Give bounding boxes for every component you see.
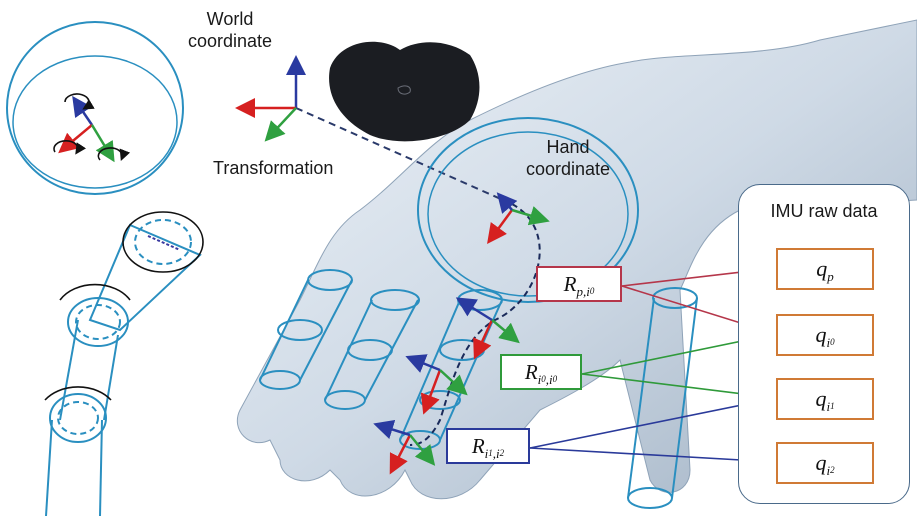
transformation-label: Transformation [213, 158, 333, 179]
world-coordinate-label: World coordinate [170, 8, 290, 52]
hand-label-line1: Hand [508, 136, 628, 158]
rotation-symbol: R [525, 360, 538, 384]
finger-chain-illustration [45, 212, 203, 516]
rotation-subscript: p,i [576, 284, 589, 299]
rotation-symbol: R [564, 272, 577, 296]
world-label-line2: coordinate [170, 30, 290, 52]
imu-subsubscript: 1 [830, 401, 835, 411]
rotation-symbol: R [472, 434, 485, 458]
rotation-box-i1: Ri1,i2 [446, 428, 530, 464]
rotation-box-i0: Ri0,i0 [500, 354, 582, 390]
imu-box-i1: qi1 [776, 378, 874, 420]
rotation-subscript-2: ,i [546, 372, 553, 387]
imu-symbol: q [815, 386, 826, 411]
hand-label-line2: coordinate [508, 158, 628, 180]
imu-symbol: q [815, 450, 826, 475]
imu-box-i2: qi2 [776, 442, 874, 484]
world-label-line1: World [170, 8, 290, 30]
vr-tracker [329, 42, 479, 142]
imu-symbol: q [815, 322, 826, 347]
rotation-subscript-2: ,i [493, 446, 500, 461]
imu-panel-title: IMU raw data [739, 201, 909, 222]
imu-symbol: q [816, 256, 827, 281]
rotation-box-palm: Rp,i0 [536, 266, 622, 302]
imu-box-palm: qp [776, 248, 874, 290]
imu-subsubscript: 0 [830, 337, 835, 347]
imu-subsubscript: 2 [830, 465, 835, 475]
imu-subscript: p [827, 269, 834, 284]
imu-sphere-illustration [7, 22, 183, 194]
rotation-subsubscript-2: 0 [553, 374, 558, 384]
world-axes [240, 60, 296, 138]
imu-box-i0: qi0 [776, 314, 874, 356]
rotation-subsubscript-2: 2 [500, 448, 505, 458]
rotation-subsubscript: 0 [590, 286, 595, 296]
hand-coordinate-label: Hand coordinate [508, 136, 628, 180]
